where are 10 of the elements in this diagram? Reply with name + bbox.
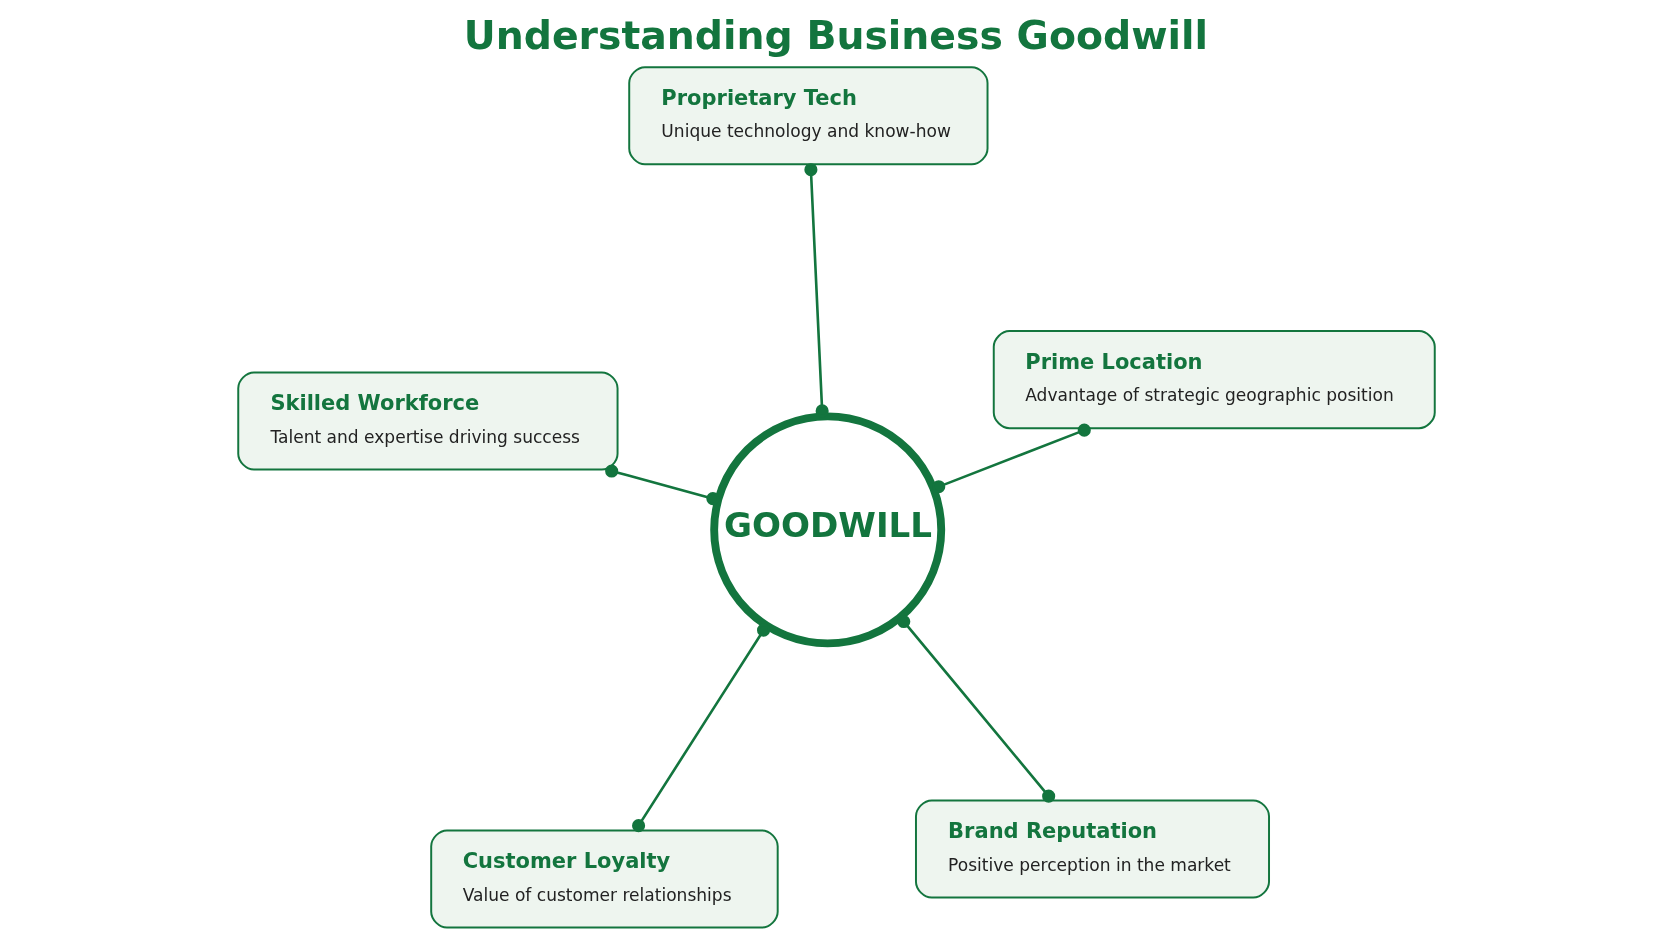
connector bbox=[931, 423, 1091, 494]
connector bbox=[631, 623, 770, 833]
node-box: Prime Location Advantage of strategic geographic position bbox=[992, 330, 1436, 430]
connector bbox=[896, 614, 1055, 803]
diagram-title: Understanding Business Goodwill bbox=[463, 11, 1208, 58]
node-box: Skilled Workforce Talent and expertise driving success bbox=[236, 371, 619, 471]
node-box: Proprietary Tech Unique technology and know-how bbox=[627, 66, 988, 166]
connector bbox=[604, 464, 719, 506]
node-box: Customer Loyalty Value of customer relationships bbox=[429, 829, 779, 929]
node-box: Brand Reputation Positive perception in the market bbox=[914, 799, 1270, 899]
